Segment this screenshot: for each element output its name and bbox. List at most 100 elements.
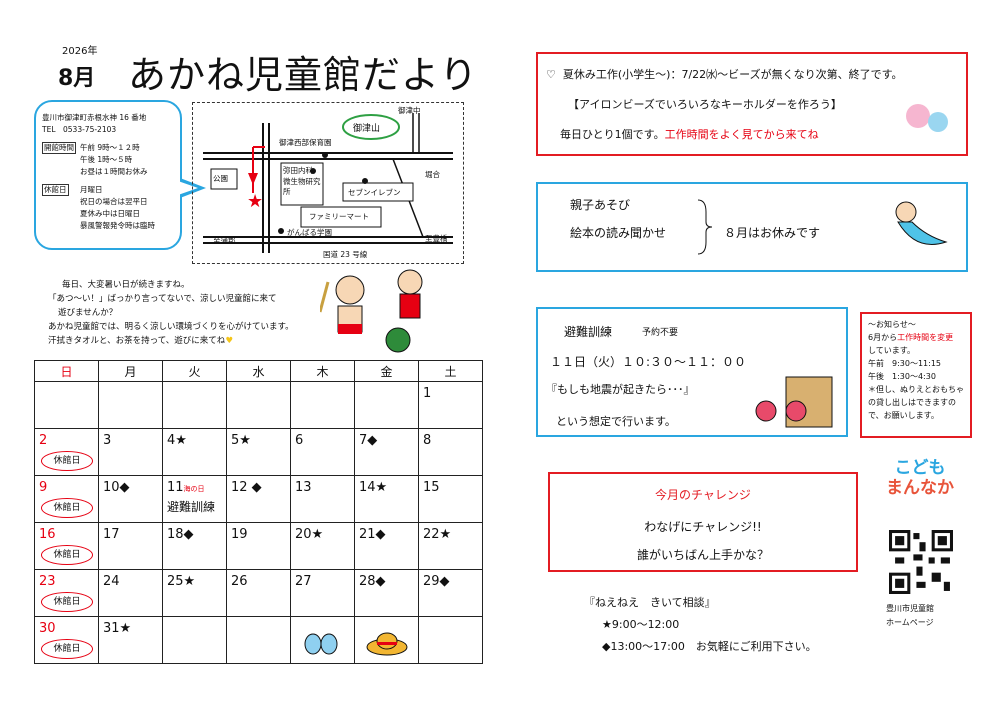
closed-badge: 休館日 — [41, 592, 93, 612]
map-roads: ★ — [203, 113, 453, 253]
svg-text:★: ★ — [247, 191, 263, 212]
notice-line-4: 午後 1:30～4:30 — [868, 372, 936, 381]
day-cell: 19 — [226, 522, 291, 570]
earthquake-illustration — [755, 376, 833, 428]
notice-line-1b: 工作時間を変更 — [897, 333, 954, 342]
day-cell: 1 — [418, 381, 483, 429]
hours-2: 午後 1時～５時 — [80, 155, 133, 164]
drill-assume: という想定で行います。 — [556, 415, 676, 428]
challenge-line-1: わなげにチャレンジ!! — [644, 520, 762, 534]
challenge-line-2: 誰がいちばん上手かな？ — [636, 548, 769, 562]
day-number: 20★ — [295, 527, 324, 542]
notice-line-1a: 6月から — [868, 333, 898, 342]
day-number: 25★ — [167, 574, 196, 589]
day-number: 3 — [103, 433, 112, 448]
notice-title: ～お知らせ～ — [868, 320, 916, 329]
day-cell: 12 ◆ — [226, 475, 291, 523]
day-cell: 17 — [98, 522, 163, 570]
notice-line-5: ＊但し、ぬりえとおもちゃ — [868, 385, 964, 394]
day-cell: 14★ — [354, 475, 419, 523]
hours-3: お昼は１時間お休み — [80, 167, 148, 176]
day-number: 19 — [231, 527, 248, 542]
day-number: 21◆ — [359, 527, 386, 542]
day-cell: 16 休館日 — [34, 522, 99, 570]
day-cell: 10◆ — [98, 475, 163, 523]
day-number: 4★ — [167, 433, 187, 448]
day-cell: 24 — [98, 569, 163, 617]
notice-line-3: 午前 9:30～11:15 — [868, 359, 942, 368]
day-cell: 29◆ — [418, 569, 483, 617]
day-cell — [354, 616, 419, 664]
map-yada: 弥田内科 — [283, 166, 313, 175]
drill-time: １１日（火）１０:３０～１１：００ — [550, 355, 747, 369]
consult-line-2: ◆13:00～17:00 お気軽にご利用下さい。 — [602, 640, 817, 653]
notice-box: ～お知らせ～ 6月から工作時間を変更 しています。 午前 9:30～11:15 … — [860, 312, 972, 438]
map-route: 国道 23 号線 — [323, 250, 368, 259]
day-cell: 22★ — [418, 522, 483, 570]
closed-4: 暴風警報発令時は臨時 — [80, 221, 155, 230]
day-cell — [290, 616, 355, 664]
consult-title: 『ねえねえ きいて相談』 — [584, 596, 716, 609]
hours-label: 開館時間 — [42, 142, 76, 154]
day-cell: 5★ — [226, 428, 291, 476]
day-number: 12 ◆ — [231, 480, 262, 495]
day-cell: 27 — [290, 569, 355, 617]
brace-icon — [697, 199, 713, 255]
workshop-line-3-red: 工作時間をよく見てから来てね — [664, 128, 819, 141]
drill-scenario: 『もしも地震が起きたら･･･』 — [546, 383, 695, 396]
day-cell: 3 — [98, 428, 163, 476]
weekday-sat: 土 — [418, 360, 483, 382]
qr-code-icon[interactable] — [886, 530, 956, 594]
day-cell — [226, 616, 291, 664]
day-cell: 13 — [290, 475, 355, 523]
info-bubble: 豊川市御津町赤根水神 16 番地 TEL 0533-75-2103 開館時間午前… — [34, 100, 182, 250]
map-seven: セブンイレブン — [348, 188, 401, 197]
day-number: 22★ — [423, 527, 452, 542]
day-number: 1 — [423, 386, 432, 401]
straw-hat-icon — [366, 632, 408, 656]
challenge-box: 今月のチャレンジ わなげにチャレンジ!! 誰がいちばん上手かな？ — [548, 472, 858, 572]
map-park: 公園 — [213, 174, 228, 183]
map-mitsu-naka: 御津中 — [398, 106, 421, 115]
day-number: 23 — [39, 574, 56, 589]
closed-badge: 休館日 — [41, 498, 93, 518]
day-number: 18◆ — [167, 527, 194, 542]
intro-line-5: 汗拭きタオルと、お茶を持って、遊びに来てね — [48, 336, 226, 346]
day-number: 24 — [103, 574, 120, 589]
day-number: 30 — [39, 621, 56, 636]
intro-line-3: 遊びませんか？ — [58, 308, 118, 318]
day-cell — [162, 616, 227, 664]
day-cell — [162, 381, 227, 429]
map-mitsuyama: 御津山 — [353, 124, 381, 134]
day-cell — [418, 616, 483, 664]
page-title: あかね児童館だより — [128, 53, 479, 97]
workshop-line-3: 毎日ひとり1個です。 — [560, 128, 665, 141]
day-number: 6 — [295, 433, 304, 448]
month-label: 8月 — [58, 66, 96, 91]
day-number: 15 — [423, 480, 440, 495]
day-number: 5★ — [231, 433, 251, 448]
day-number: 7◆ — [359, 433, 378, 448]
closed-badge: 休館日 — [41, 545, 93, 565]
day-cell: 31★ — [98, 616, 163, 664]
address: 豊川市御津町赤根水神 16 番地 — [42, 113, 147, 122]
homepage-label: 豊川市児童館 ホームページ — [886, 602, 934, 630]
day-cell — [226, 381, 291, 429]
weekday-thu: 木 — [290, 360, 355, 382]
day-cell: 28◆ — [354, 569, 419, 617]
tel: TEL 0533-75-2103 — [42, 125, 117, 134]
workshop-line-2: 【アイロンビーズでいろいろなキーホルダーを作ろう】 — [568, 98, 842, 111]
access-map: ★ 御津中 御津西部保育園 御津山 公園 弥田内科 微生物研究所 セブンイレブン… — [192, 102, 464, 264]
weekday-tue: 火 — [162, 360, 227, 382]
day-number: 28◆ — [359, 574, 386, 589]
day-number: 16 — [39, 527, 56, 542]
map-to-toyohashi: 至豊橋 — [425, 234, 448, 243]
closed-3: 夏休み中は日曜日 — [80, 209, 140, 218]
parent-box: 親子あそび 絵本の読み聞かせ ８月はお休みです — [536, 182, 968, 272]
map-horigo: 堀合 — [425, 170, 440, 179]
drill-title: 避難訓練 — [564, 325, 613, 339]
weekday-wed: 水 — [226, 360, 291, 382]
mermaid-illustration — [895, 201, 948, 245]
map-family: ファミリーマート — [309, 212, 369, 221]
